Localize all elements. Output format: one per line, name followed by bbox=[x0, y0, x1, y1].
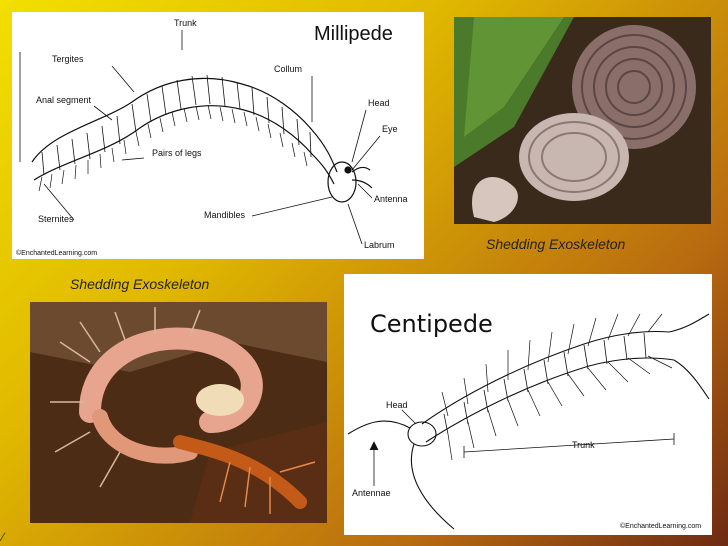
label-centipede-head: Head bbox=[386, 400, 408, 410]
label-head: Head bbox=[368, 98, 390, 108]
label-sternites: Sternites bbox=[38, 214, 74, 224]
slide-title: Millipede bbox=[314, 23, 393, 45]
label-trunk: Trunk bbox=[174, 18, 197, 28]
centipede-leader-lines bbox=[369, 409, 675, 486]
label-centipede-trunk: Trunk bbox=[572, 440, 595, 450]
label-antennae: Antennae bbox=[352, 488, 391, 498]
centipede-drawing: Centipede Head Trunk Ante bbox=[347, 310, 710, 530]
caption-millipede-photo: Shedding Exoskeleton bbox=[486, 236, 626, 252]
caption-centipede-photo: Shedding Exoskeleton bbox=[70, 276, 210, 292]
label-labrum: Labrum bbox=[364, 240, 395, 250]
centipede-diagram: Centipede Head Trunk Ante bbox=[344, 274, 712, 535]
millipede-labels: Trunk Tergites Collum Anal segment Head … bbox=[16, 18, 408, 257]
millipede-leader-lines bbox=[19, 30, 381, 245]
centipede-photo-image bbox=[30, 302, 327, 523]
centipede-photo bbox=[30, 302, 327, 523]
centipede-title: Centipede bbox=[370, 310, 493, 338]
copyright-millipede: ©EnchantedLearning.com bbox=[16, 249, 97, 257]
corner-mark: ⁄ bbox=[2, 530, 5, 544]
label-antenna: Antenna bbox=[374, 194, 408, 204]
millipede-body bbox=[31, 74, 373, 203]
label-tergites: Tergites bbox=[52, 54, 84, 64]
millipede-diagram: Trunk Tergites Collum Anal segment Head … bbox=[12, 12, 424, 259]
copyright-centipede: ©EnchantedLearning.com bbox=[620, 522, 701, 530]
label-eye: Eye bbox=[382, 124, 398, 134]
millipede-drawing: Trunk Tergites Collum Anal segment Head … bbox=[16, 18, 408, 257]
centipede-labels: Head Trunk Antennae ©EnchantedLearning.c… bbox=[352, 400, 701, 530]
millipede-photo-image bbox=[454, 17, 711, 224]
label-mandibles: Mandibles bbox=[204, 210, 246, 220]
label-collum: Collum bbox=[274, 64, 302, 74]
label-anal-segment: Anal segment bbox=[36, 95, 92, 105]
millipede-photo bbox=[454, 17, 711, 224]
centipede-body bbox=[347, 313, 710, 530]
label-pairs-of-legs: Pairs of legs bbox=[152, 148, 202, 158]
